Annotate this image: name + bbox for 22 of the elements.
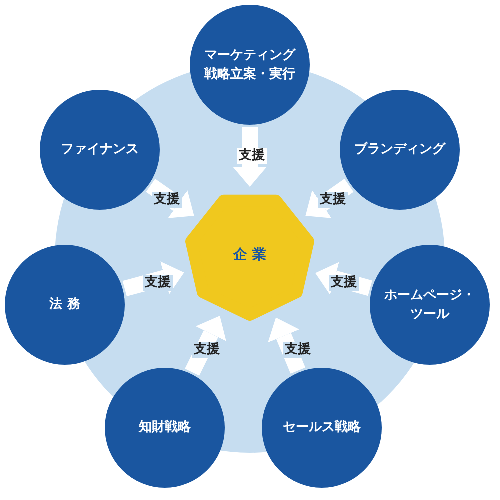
edge-label: 支援 — [143, 275, 173, 291]
node-label: 法 務 — [50, 296, 80, 314]
node-label: 企 業 — [234, 246, 266, 264]
node-label: 知財戦略 — [139, 419, 191, 438]
arrow — [146, 179, 194, 218]
edge-label: 支援 — [192, 342, 222, 358]
node-label: ブランディング — [354, 140, 446, 160]
node-label: セールス戦略 — [283, 419, 361, 438]
edge-label: 支援 — [152, 192, 182, 208]
arrow — [268, 318, 306, 374]
edge-label: 支援 — [318, 192, 348, 208]
arrow — [306, 179, 354, 218]
arrow — [185, 316, 226, 376]
edge-label: 支援 — [329, 275, 359, 291]
arrow — [122, 262, 184, 297]
arrow — [233, 127, 267, 187]
node-label: マーケティング戦略立案・実行 — [203, 46, 297, 84]
node-label: ホームページ・ツール — [384, 286, 476, 324]
edge-label: 支援 — [237, 148, 267, 164]
node-label: ファイナンス — [61, 141, 139, 160]
arrow — [316, 262, 372, 296]
edge-label: 支援 — [283, 342, 313, 358]
